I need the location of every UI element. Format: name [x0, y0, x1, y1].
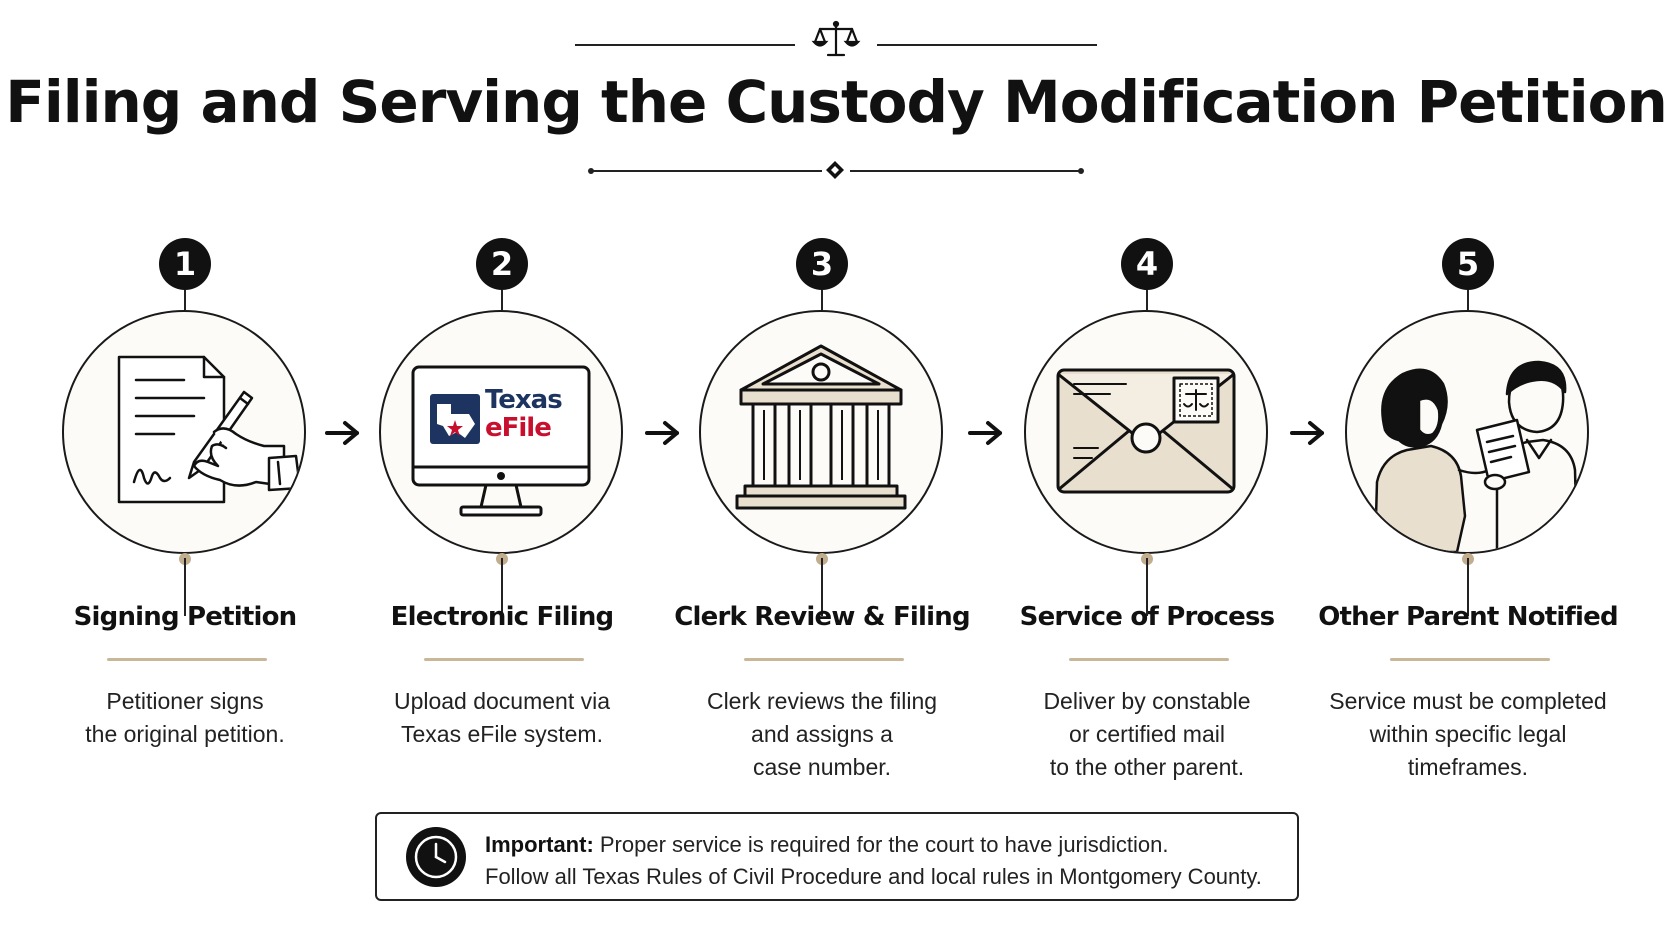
step-title: Other Parent Notified — [1318, 602, 1618, 632]
efile-logo-text: Texas eFile — [485, 386, 585, 442]
step-number-badge: 4 — [1121, 238, 1173, 290]
important-note-box: Important: Proper service is required fo… — [375, 812, 1299, 901]
arrow-right-icon — [645, 421, 679, 445]
step-4: 4 Service of Process — [997, 230, 1297, 790]
step-2: 2 Texas eFile Electronic Filing Upload d… — [352, 230, 652, 790]
description-line: Deliver by constable — [1043, 688, 1251, 714]
description-line: Texas eFile system. — [401, 721, 603, 747]
step-title: Signing Petition — [73, 602, 298, 632]
header-rule-left — [575, 44, 795, 46]
note-label: Important: — [485, 832, 594, 857]
step-icon-circle — [1345, 310, 1589, 554]
connector-line — [821, 290, 823, 310]
connector-line — [1146, 558, 1148, 616]
step-number-badge: 1 — [159, 238, 211, 290]
scales-of-justice-icon — [811, 20, 861, 57]
clock-icon — [406, 827, 466, 887]
texas-efile-monitor-icon — [411, 365, 591, 517]
sealed-envelope-icon — [1056, 368, 1236, 494]
rule-end-dot — [1078, 168, 1084, 174]
step-1: 1 Signing Petition Petitioner signs t — [35, 230, 335, 790]
description-line: Service must be completed — [1329, 688, 1607, 714]
step-description: Service must be completed within specifi… — [1308, 685, 1628, 784]
step-description: Clerk reviews the filing and assigns a c… — [662, 685, 982, 784]
arrow-right-icon — [968, 421, 1002, 445]
description-line: Upload document via — [393, 688, 611, 714]
step-title: Service of Process — [1019, 602, 1276, 632]
title-underline — [424, 658, 584, 661]
title-underline — [1390, 658, 1550, 661]
note-text: Proper service is required for the court… — [593, 832, 1169, 857]
header-rule-right — [877, 44, 1097, 46]
step-title: Electronic Filing — [390, 602, 615, 632]
description-line: case number. — [752, 754, 892, 780]
rule-end-dot — [588, 168, 594, 174]
connector-line — [501, 290, 503, 310]
description-line: and assigns a — [751, 721, 893, 747]
description-line: Petitioner signs — [106, 688, 264, 714]
step-number-badge: 2 — [476, 238, 528, 290]
description-line: Clerk reviews the filing — [706, 688, 938, 714]
subtitle-rule-right — [850, 170, 1080, 172]
subtitle-rule-left — [592, 170, 822, 172]
connector-line — [1467, 290, 1469, 310]
step-description: Petitioner signs the original petition. — [25, 685, 345, 751]
efile-logo-line1: Texas — [485, 385, 563, 415]
petition-signing-icon — [117, 355, 302, 504]
page-title: Filing and Serving the Custody Modificat… — [5, 68, 1668, 136]
step-icon-circle — [62, 310, 306, 554]
connector-line — [1467, 558, 1469, 616]
step-icon-circle — [1024, 310, 1268, 554]
step-description: Deliver by constable or certified mail t… — [987, 685, 1307, 784]
step-icon-circle: Texas eFile — [379, 310, 623, 554]
connector-line — [184, 558, 186, 616]
note-line: Important: Proper service is required fo… — [485, 832, 1168, 858]
step-title: Clerk Review & Filing — [674, 602, 970, 632]
people-handing-document-icon — [1373, 360, 1579, 552]
connector-line — [821, 558, 823, 616]
step-description: Upload document via Texas eFile system. — [342, 685, 662, 751]
connector-line — [501, 558, 503, 616]
connector-line — [184, 290, 186, 310]
efile-logo-line2: eFile — [485, 413, 552, 443]
description-line: or certified mail — [1069, 721, 1225, 747]
title-underline — [107, 658, 267, 661]
step-3: 3 Clerk Review & Filing Cle — [672, 230, 972, 790]
arrow-right-icon — [325, 421, 359, 445]
header: Filing and Serving the Custody Modificat… — [0, 0, 1672, 190]
courthouse-icon — [735, 344, 907, 510]
connector-line — [1146, 290, 1148, 310]
title-underline — [744, 658, 904, 661]
description-line: the original petition. — [85, 721, 285, 747]
diamond-ornament-icon — [826, 161, 844, 179]
step-number-badge: 3 — [796, 238, 848, 290]
description-line: within specific legal — [1369, 721, 1567, 747]
title-underline — [1069, 658, 1229, 661]
note-line: Follow all Texas Rules of Civil Procedur… — [485, 864, 1262, 889]
step-number-badge: 5 — [1442, 238, 1494, 290]
description-line: timeframes. — [1407, 754, 1529, 780]
step-icon-circle — [699, 310, 943, 554]
step-5: 5 Other Parent Notified Service — [1318, 230, 1619, 790]
arrow-right-icon — [1290, 421, 1324, 445]
description-line: to the other parent. — [1049, 754, 1245, 780]
